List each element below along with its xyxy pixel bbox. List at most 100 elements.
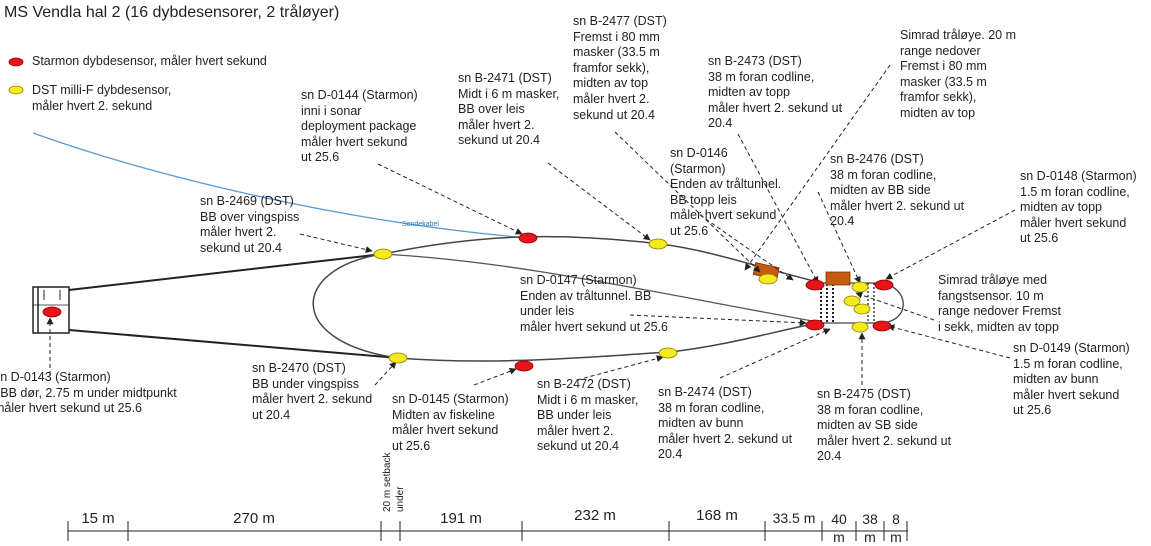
label-line: fangstsensor. 10 m bbox=[938, 288, 1044, 303]
scale-label-40m: 40 m bbox=[831, 511, 847, 545]
label-line: 1.5 m foran codline, bbox=[1020, 184, 1130, 199]
label-line: sn B-2469 (DST) bbox=[200, 194, 294, 208]
legend-starmon-text: Starmon dybdesensor, måler hvert sekund bbox=[32, 54, 267, 68]
label-line: midten av top bbox=[573, 76, 649, 91]
sensor-d0148[interactable] bbox=[874, 279, 894, 291]
label-line: midten av BB side bbox=[830, 183, 931, 198]
label-line: BB topp leis bbox=[670, 192, 737, 207]
label-line: sn D-0149 (Starmon) bbox=[1013, 341, 1130, 355]
sensor-d0144[interactable] bbox=[518, 232, 538, 244]
scale-label-270m: 270 m bbox=[233, 510, 275, 527]
label-line: Simrad tråløye med bbox=[938, 273, 1048, 287]
label-line: midten av top bbox=[900, 105, 976, 120]
sensor-b2475[interactable] bbox=[851, 321, 869, 333]
scale-label-191m: 191 m bbox=[440, 510, 482, 527]
sensor-b2476[interactable] bbox=[843, 295, 861, 307]
sensor-d0143[interactable] bbox=[42, 306, 62, 318]
label-line: måler hvert 2. sekund ut bbox=[708, 100, 843, 115]
label-line: masker (33.5 m bbox=[573, 45, 660, 60]
scale-label-168m: 168 m bbox=[696, 507, 738, 524]
diagram-title: MS Vendla hal 2 (16 dybdesensorer, 2 trå… bbox=[4, 4, 340, 21]
label-line: under leis bbox=[520, 304, 575, 319]
label-line: range nedover bbox=[900, 43, 981, 58]
trawl-eye-2 bbox=[825, 271, 851, 286]
label-b2474: sn B-2474 (DST) 38 m foran codline, midt… bbox=[658, 385, 792, 463]
label-line: sekund ut 20.4 bbox=[458, 133, 541, 148]
label-b2475: sn B-2475 (DST) 38 m foran codline, midt… bbox=[817, 387, 951, 465]
label-b2472: sn B-2472 (DST) Midt i 6 m masker, BB un… bbox=[537, 377, 638, 455]
net-lower-line bbox=[397, 322, 819, 362]
length-scale-bar bbox=[67, 521, 908, 541]
label-line: sn D-0144 (Starmon) bbox=[301, 88, 418, 102]
sensor-simrad2-dst[interactable] bbox=[853, 303, 871, 315]
sensor-b2477[interactable] bbox=[758, 273, 778, 285]
label-line: sn B-2472 (DST) bbox=[537, 377, 631, 391]
label-line: Fremst i 80 mm bbox=[573, 29, 660, 44]
legend-starmon-marker bbox=[8, 57, 24, 67]
label-line: 20.4 bbox=[830, 214, 855, 229]
label-line: sn D-0148 (Starmon) bbox=[1020, 169, 1137, 183]
label-line: Midt i 6 m masker, bbox=[537, 392, 639, 407]
legend-dst-text-2: måler hvert 2. sekund bbox=[32, 99, 153, 113]
label-line: måler hvert 2. bbox=[573, 91, 650, 106]
label-line: sn B-2476 (DST) bbox=[830, 152, 924, 166]
label-line: ut 25.6 bbox=[1020, 231, 1059, 246]
label-line: 1.5 m foran codline, bbox=[1013, 356, 1123, 371]
label-d0145: sn D-0145 (Starmon) Midten av fiskeline … bbox=[392, 392, 509, 454]
label-line: sekund ut 20.4 bbox=[573, 107, 656, 122]
sensor-b2473[interactable] bbox=[851, 281, 869, 293]
label-d0149: sn D-0149 (Starmon) 1.5 m foran codline,… bbox=[1013, 341, 1130, 419]
sensor-b2469[interactable] bbox=[373, 248, 393, 260]
label-line: BB under vingspiss bbox=[252, 376, 360, 391]
sensor-b2470[interactable] bbox=[388, 352, 408, 364]
label-line: sn D-0147 (Starmon) bbox=[520, 273, 637, 287]
sensors bbox=[42, 232, 894, 372]
bridle-loop bbox=[312, 253, 399, 359]
label-d0147: sn D-0147 (Starmon) Enden av tråltunnel.… bbox=[520, 273, 668, 335]
label-line: Enden av tråltunnel. BB bbox=[520, 288, 652, 303]
warp-upper bbox=[68, 253, 384, 291]
label-line: BB over leis bbox=[458, 102, 525, 117]
label-line: ut 25.6 bbox=[392, 438, 431, 453]
cable-label: Sondekabel bbox=[402, 221, 439, 228]
label-line: ut 25.6 bbox=[301, 150, 340, 165]
net-middle-line bbox=[382, 253, 819, 323]
label-line: midten av bunn bbox=[1013, 372, 1099, 387]
label-line: ut 25.6 bbox=[1013, 403, 1052, 418]
label-line: måler hvert sekund ut 25.6 bbox=[520, 319, 668, 334]
label-b2470: sn B-2470 (DST) BB under vingspiss måler… bbox=[252, 361, 372, 423]
scale-label-33-5m: 33.5 m bbox=[772, 510, 816, 526]
sensor-d0149[interactable] bbox=[872, 320, 892, 332]
label-line: 38 m foran codline, bbox=[817, 402, 924, 417]
label-line: måler hvert sekund ut 25.6 bbox=[0, 401, 142, 416]
label-b2473: sn B-2473 (DST) 38 m foran codline, midt… bbox=[708, 54, 842, 132]
legend-dst-marker bbox=[8, 85, 24, 95]
warp-lower bbox=[68, 329, 399, 359]
label-line: måler hvert 2. sekund ut bbox=[817, 433, 952, 448]
sensor-d0146[interactable] bbox=[805, 279, 825, 291]
label-line: måler hvert 2. bbox=[537, 423, 614, 438]
sensor-d0147[interactable] bbox=[805, 319, 825, 331]
label-line: i BB dør, 2.75 m under midtpunkt bbox=[0, 385, 177, 400]
label-line: sekund ut 20.4 bbox=[200, 240, 283, 255]
setback-label-line-2: under bbox=[395, 486, 406, 512]
sensor-d0145[interactable] bbox=[514, 360, 534, 372]
setback-label: 20 m setback bbox=[382, 453, 393, 512]
label-line: Midten av fiskeline bbox=[392, 407, 495, 422]
label-line: sn D-0145 (Starmon) bbox=[392, 392, 509, 406]
sensor-b2472[interactable] bbox=[658, 347, 678, 359]
sensor-b2471[interactable] bbox=[648, 238, 668, 250]
leader-arrows bbox=[46, 64, 1016, 386]
label-line: midten av topp bbox=[708, 85, 790, 100]
label-b2477: sn B-2477 (DST) Fremst i 80 mm masker (3… bbox=[573, 14, 667, 123]
label-line: ut 20.4 bbox=[252, 407, 291, 422]
label-line: måler hvert 2. bbox=[200, 225, 277, 240]
label-line: måler hvert sekund bbox=[1013, 387, 1120, 402]
label-line: deployment package bbox=[301, 119, 417, 134]
label-line: BB over vingspiss bbox=[200, 209, 300, 224]
label-line: 38 m foran codline, bbox=[830, 167, 937, 182]
label-line: måler hvert 2. sekund ut bbox=[830, 198, 965, 213]
label-line: måler hvert 2. sekund bbox=[252, 392, 373, 407]
label-line: ut 25.6 bbox=[670, 223, 709, 238]
